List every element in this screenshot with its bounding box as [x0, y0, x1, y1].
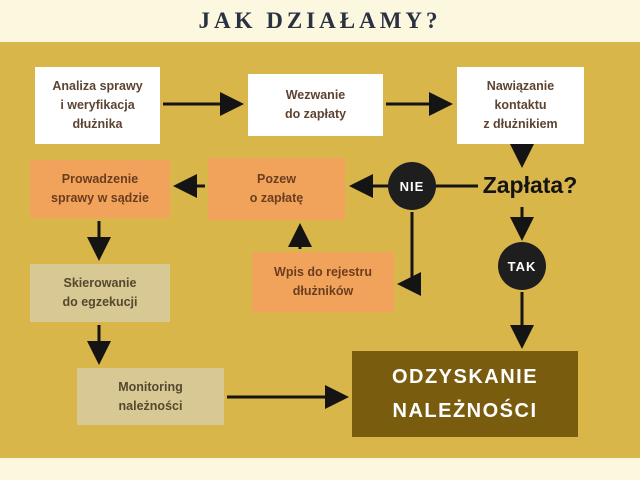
node-odzyskanie-naleznosci: ODZYSKANIE NALEŻNOŚCI	[352, 351, 578, 437]
page-title: JAK DZIAŁAMY?	[198, 8, 442, 33]
decision-tak-badge: TAK	[498, 242, 546, 290]
arrow-nie-to-wpis	[397, 212, 421, 296]
top-banner: JAK DZIAŁAMY?	[0, 0, 640, 42]
node-monitoring-naleznosci: Monitoring należności	[77, 368, 224, 425]
decision-zaplata-question: Zapłata?	[482, 172, 578, 198]
decision-nie-badge: NIE	[388, 162, 436, 210]
node-wezwanie-do-zaplaty: Wezwanie do zapłaty	[248, 74, 383, 136]
node-pozew-o-zaplate: Pozew o zapłatę	[208, 158, 345, 220]
node-skierowanie-do-egzekucji: Skierowanie do egzekucji	[30, 264, 170, 322]
node-analiza-sprawy: Analiza sprawy i weryfikacja dłużnika	[35, 67, 160, 144]
bottom-banner	[0, 458, 640, 480]
node-wpis-do-rejestru: Wpis do rejestru dłużników	[252, 252, 394, 312]
node-prowadzenie-sprawy: Prowadzenie sprawy w sądzie	[30, 160, 170, 218]
node-nawiazanie-kontaktu: Nawiązanie kontaktu z dłużnikiem	[457, 67, 584, 144]
